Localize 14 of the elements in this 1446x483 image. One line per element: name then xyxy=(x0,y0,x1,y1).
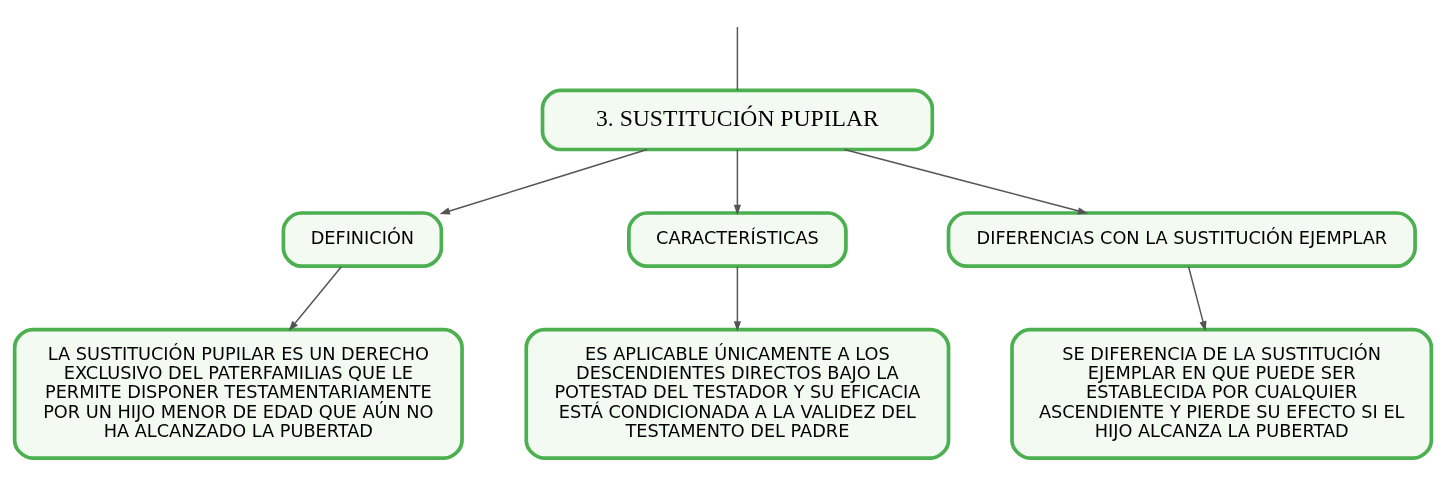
node-box: DIFERENCIAS CON LA SUSTITUCIÓN EJEMPLAR xyxy=(946,210,1417,268)
connector xyxy=(736,25,739,91)
arrow xyxy=(843,148,1089,214)
node-box: LA SUSTITUCIÓN PUPILAR ES UN DERECHO EXCLUSIVO DEL PATERFAMILIAS QUE LE PERMITE DISPONER TESTAMENTARIAMENTE POR UN HIJO MENOR DE EDAD QUE AÚN NO HA ALCANZADO LA PUBERTAD xyxy=(12,327,464,460)
node-box: ES APLICABLE ÚNICAMENTE A LOS DESCENDIENTES DIRECTOS BAJO LA POTESTAD DEL TESTADOR Y SU EFICACIA ESTÁ CONDICIONADA A LA VALIDEZ DEL TESTAMENTO DEL PADRE xyxy=(524,327,951,460)
node-box: DEFINICIÓN xyxy=(281,210,444,268)
node-box: 3. SUSTITUCIÓN PUPILAR xyxy=(540,88,935,151)
node-box: SE DIFERENCIA DE LA SUSTITUCIÓN EJEMPLAR EN QUE PUEDE SER ESTABLECIDA POR CUALQUIER ASCENDIENTE Y PIERDE SU EFECTO SI EL HIJO ALCANZA LA PUBERTAD xyxy=(1010,327,1434,460)
arrow xyxy=(288,265,343,331)
arrow xyxy=(1187,265,1207,332)
arrow xyxy=(733,148,742,215)
node-box: CARACTERÍSTICAS xyxy=(627,210,848,268)
arrow xyxy=(733,265,742,332)
arrow xyxy=(439,148,648,214)
